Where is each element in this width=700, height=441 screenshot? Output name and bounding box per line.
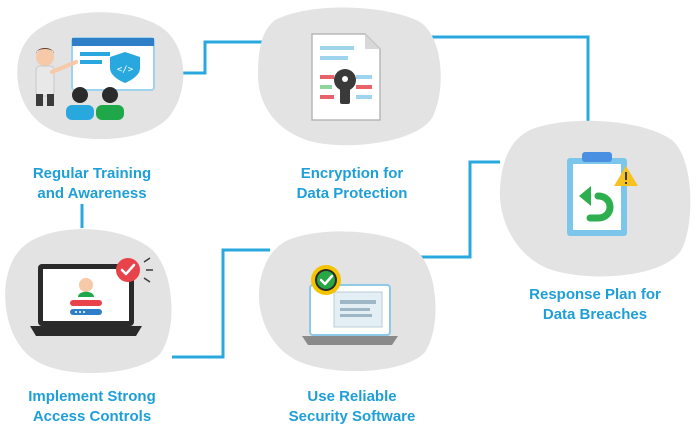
clipboard-alert-icon	[567, 152, 638, 236]
label-training: Regular Training and Awareness	[2, 164, 182, 204]
locked-document-icon	[311, 33, 381, 121]
label-access-line2: Access Controls	[32, 408, 152, 425]
label-software: Use Reliable Security Software	[262, 387, 442, 427]
connector-training-encryption	[178, 40, 262, 75]
label-response: Response Plan for Data Breaches	[505, 285, 685, 325]
label-access: Implement Strong Access Controls	[2, 387, 182, 427]
label-software-line2: Security Software	[288, 408, 416, 425]
connector-access-software	[172, 248, 270, 359]
label-encryption-line1: Encryption for	[300, 165, 404, 182]
label-software-line1: Use Reliable	[307, 388, 397, 405]
label-response-line1: Response Plan for	[529, 286, 661, 303]
label-training-line1: Regular Training	[32, 165, 152, 182]
label-encryption-line2: Data Protection	[296, 185, 408, 202]
label-response-line2: Data Breaches	[542, 306, 648, 323]
label-access-line1: Implement Strong	[28, 388, 156, 405]
laptop-security-icon	[302, 265, 398, 345]
connector-encryption-response	[425, 35, 590, 122]
connectors	[80, 35, 590, 359]
connector-software-response	[408, 160, 500, 259]
label-encryption: Encryption for Data Protection	[262, 164, 442, 204]
svg-text:</>: </>	[117, 65, 134, 75]
label-training-line2: and Awareness	[37, 185, 147, 202]
laptop-login-icon	[30, 257, 153, 336]
trainer-presentation-icon: </>	[35, 37, 155, 120]
